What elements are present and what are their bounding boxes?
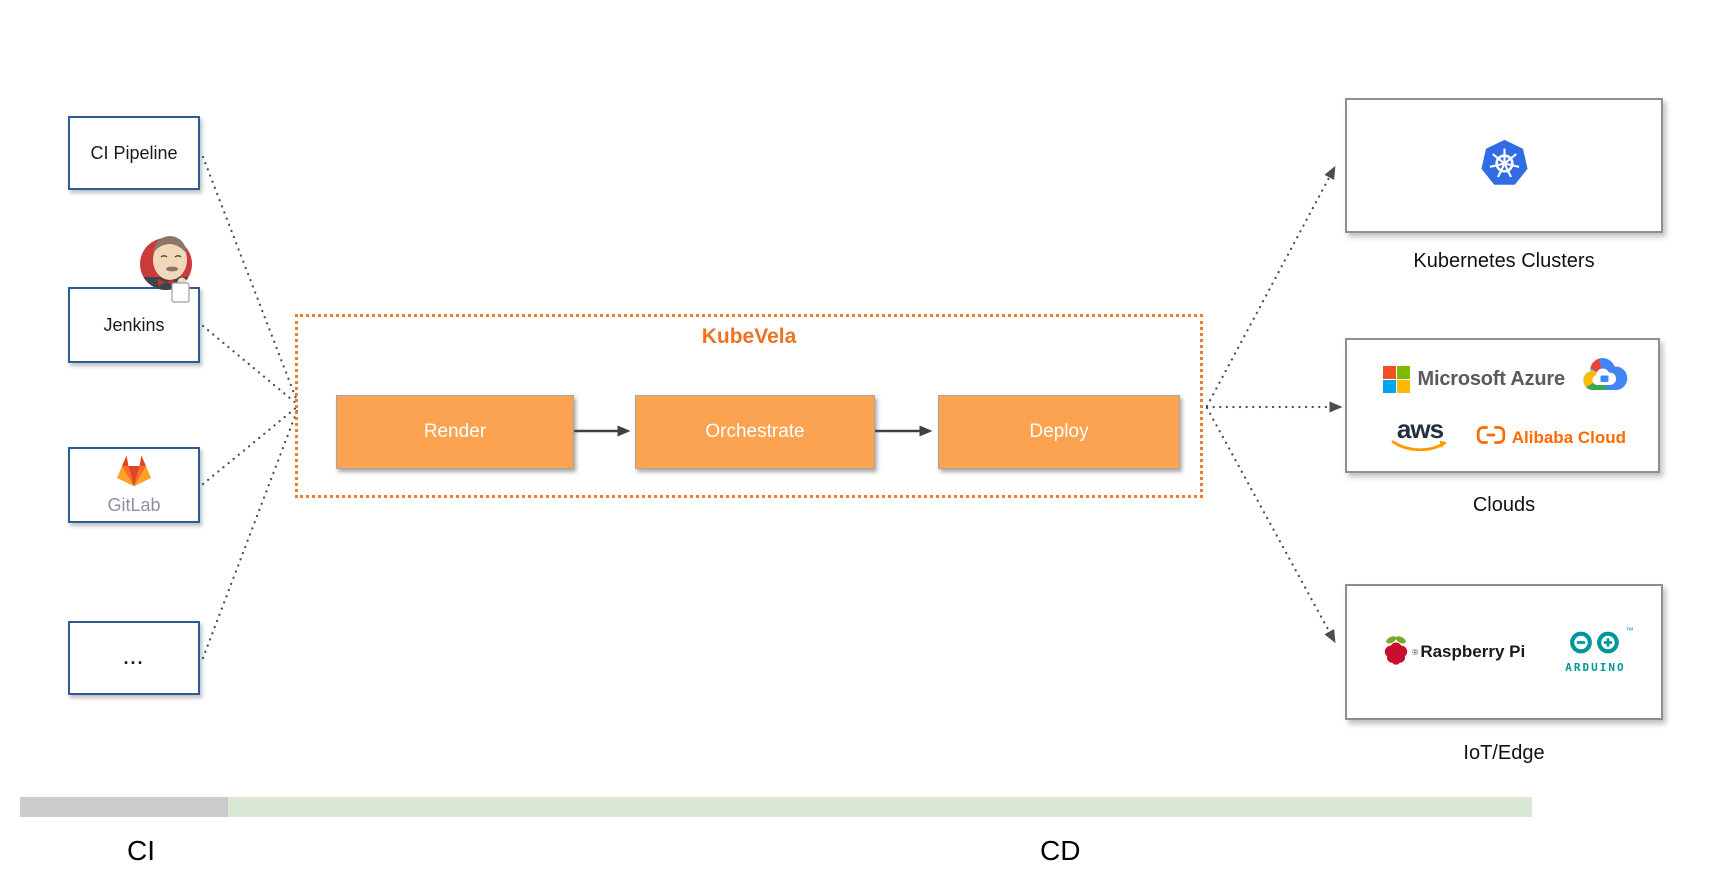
source-label-gitlab: GitLab — [107, 495, 161, 515]
source-label-jenkins: Jenkins — [103, 314, 165, 335]
cd-phase-bar — [228, 797, 1532, 817]
target-connector-group — [1205, 165, 1343, 644]
raspberry-icon — [1382, 634, 1410, 671]
aws-smile-icon — [1391, 440, 1449, 458]
alibaba-cloud-logo: Alibaba Cloud — [1476, 425, 1626, 450]
step-label-orchestrate: Orchestrate — [705, 421, 805, 442]
raspberry-pi-logo: ® Raspberry Pi — [1382, 634, 1525, 671]
azure-logo-text: Microsoft Azure — [1417, 368, 1566, 390]
arduino-logo-text: ARDUINO — [1565, 661, 1626, 674]
arduino-logo: ™ ARDUINO — [1565, 626, 1633, 674]
google-cloud-icon — [1580, 357, 1628, 402]
step-label-render: Render — [423, 421, 487, 442]
target-label-iot-edge: IoT/Edge — [1463, 742, 1545, 764]
source-box-more: ... — [68, 621, 200, 695]
target-kubernetes: Kubernetes Clusters — [1345, 98, 1663, 273]
connector-kubernetes-arrow — [1205, 165, 1336, 408]
raspberry-registered-mark: ® — [1412, 647, 1419, 657]
target-label-clouds: Clouds — [1472, 494, 1536, 516]
target-box-iot-edge: ® Raspberry Pi ™ — [1345, 584, 1663, 720]
microsoft-squares-icon — [1383, 366, 1410, 393]
gitlab-logo-icon — [115, 454, 153, 494]
step-label-deploy: Deploy — [1029, 421, 1089, 442]
target-box-kubernetes — [1345, 98, 1663, 233]
source-label-more: ... — [123, 647, 145, 668]
target-iot-edge: ® Raspberry Pi ™ — [1345, 584, 1663, 765]
arduino-trademark-mark: ™ — [1625, 626, 1634, 635]
step-box-deploy: Deploy — [938, 395, 1180, 469]
target-label-kubernetes: Kubernetes Clusters — [1413, 250, 1595, 272]
aws-logo: aws — [1391, 413, 1449, 458]
target-box-clouds: Microsoft Azure — [1345, 338, 1660, 473]
source-box-gitlab: GitLab — [68, 447, 200, 523]
kubevela-container: KubeVela Render Orchestrate Deploy — [295, 314, 1203, 498]
raspberry-logo-text: Raspberry Pi — [1420, 642, 1526, 661]
alibaba-brackets-icon — [1476, 425, 1506, 450]
ci-phase-bar — [20, 797, 228, 817]
arduino-infinity-icon — [1567, 630, 1623, 660]
connector-iot-arrow — [1205, 406, 1336, 644]
source-label-ci-pipeline: CI Pipeline — [90, 142, 178, 163]
step-box-orchestrate: Orchestrate — [635, 395, 875, 469]
cd-phase-label: CD — [1040, 835, 1081, 866]
aws-logo-text: aws — [1396, 413, 1444, 444]
connector-ci-pipeline — [201, 155, 299, 403]
alibaba-logo-text: Alibaba Cloud — [1511, 427, 1626, 447]
connector-dots — [201, 409, 299, 660]
source-connector-group — [201, 155, 299, 660]
kubernetes-logo-icon — [1481, 139, 1528, 192]
step-box-render: Render — [336, 395, 574, 469]
kubevela-title: KubeVela — [701, 325, 797, 348]
connector-gitlab — [201, 405, 299, 486]
azure-logo: Microsoft Azure — [1383, 366, 1565, 393]
connector-jenkins — [201, 324, 299, 406]
source-box-ci-pipeline: CI Pipeline — [68, 116, 200, 190]
target-clouds: Microsoft Azure — [1345, 338, 1663, 517]
jenkins-mascot-icon — [138, 224, 200, 309]
ci-phase-label: CI — [127, 835, 155, 866]
